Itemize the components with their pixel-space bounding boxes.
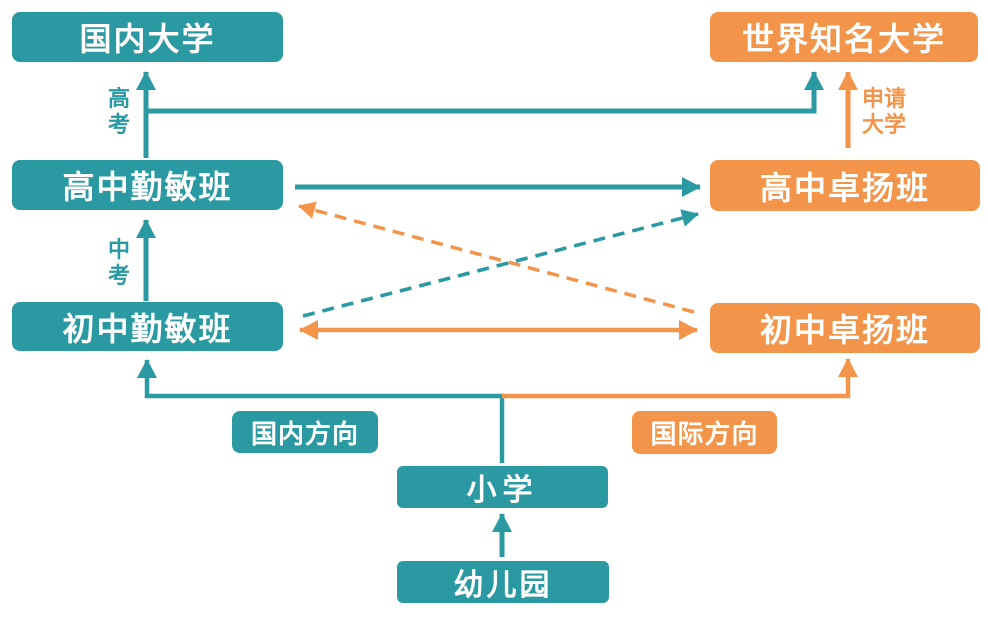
- tag-domestic-track: 国内方向: [232, 411, 378, 453]
- node-primary-school: 小学: [397, 466, 608, 508]
- tag-domestic-track-label: 国内方向: [250, 419, 359, 450]
- node-world-university: 世界知名大学: [710, 12, 978, 62]
- node-ms-zhuoyang: 初中卓扬班: [710, 303, 980, 353]
- node-hs-zhuoyang-label: 高中卓扬班: [759, 168, 930, 207]
- node-hs-zhuoyang: 高中卓扬班: [710, 160, 980, 211]
- node-domestic-university: 国内大学: [12, 12, 283, 62]
- node-hs-qinmin: 高中勤敏班: [12, 160, 283, 210]
- node-kindergarten: 幼儿园: [397, 561, 609, 603]
- node-kindergarten-label: 幼儿园: [453, 568, 553, 603]
- node-ms-qinmin: 初中勤敏班: [12, 302, 283, 351]
- node-ms-qinmin-label: 初中勤敏班: [62, 309, 233, 348]
- arrow-primary-to-ms-zhuoyang: [502, 358, 858, 399]
- node-world-university-label: 世界知名大学: [741, 20, 946, 58]
- node-primary-school-label: 小学: [466, 473, 539, 508]
- arrow-dashed-ms-qinmin-to-hs-zhuoyang: [302, 209, 699, 318]
- node-domestic-university-label: 国内大学: [79, 20, 216, 58]
- edge-label-zhongkao: 中考: [107, 238, 130, 289]
- tag-international-track: 国际方向: [632, 411, 777, 454]
- arrow-dashed-ms-zhuoyang-to-hs-qinmin: [298, 201, 695, 314]
- node-ms-zhuoyang-label: 初中卓扬班: [759, 311, 930, 349]
- edge-label-gaokao: 高考: [107, 87, 130, 138]
- arrow-hs-qinmin-to-world-university: [146, 71, 824, 114]
- node-hs-qinmin-label: 高中勤敏班: [62, 168, 233, 206]
- edge-label-apply-university: 申请大学: [861, 87, 906, 138]
- arrow-primary-to-ms-qinmin: [137, 359, 505, 463]
- tag-international-track-label: 国际方向: [650, 420, 759, 450]
